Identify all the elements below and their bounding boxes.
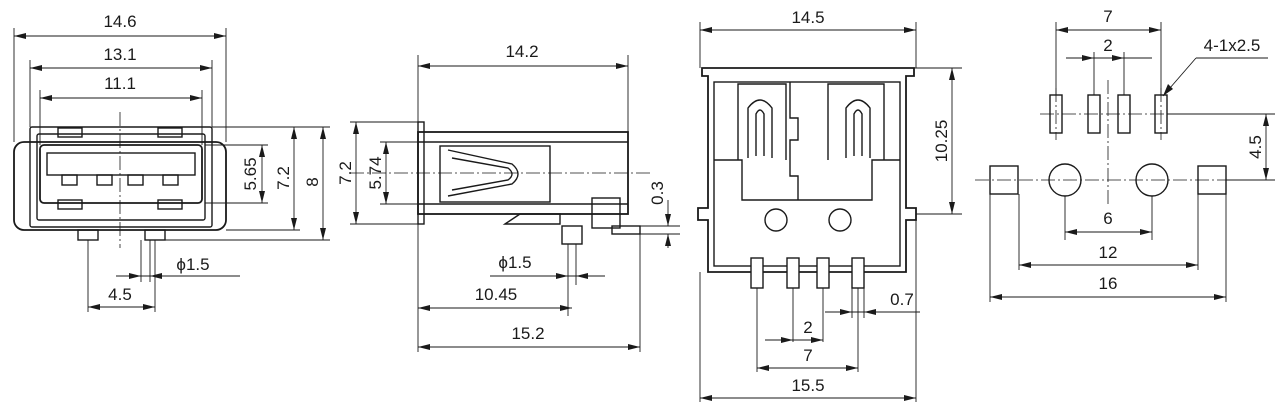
dim-slot-size: 4-1x2.5: [1204, 36, 1261, 55]
bottom-partition: [789, 82, 799, 200]
side-tab: [591, 197, 621, 229]
bottom-lower-frame: [714, 159, 900, 201]
bottom-pin: [851, 257, 865, 289]
pcb-tab-hole: [989, 165, 1019, 195]
dim-tab-span: 16: [1099, 274, 1118, 293]
dim-height-shell: 7.2: [336, 161, 355, 185]
bottom-cavity-right: [827, 83, 885, 160]
front-contact: [127, 174, 144, 186]
side-window: [439, 145, 551, 203]
bottom-hole: [828, 208, 852, 232]
front-latch: [57, 127, 83, 138]
bottom-spring-left-inner: [755, 109, 765, 156]
front-inner-outline: [36, 133, 206, 221]
dim-pin-span: 7: [803, 346, 812, 365]
dim-length-top: 14.2: [505, 42, 538, 61]
front-peg: [144, 229, 166, 241]
dim-tab-thickness: 0.3: [648, 181, 667, 205]
dim-height-opening: 5.65: [241, 157, 260, 190]
dim-hole-pitch: 6: [1103, 209, 1112, 228]
dim-height-shell: 7.2: [274, 166, 293, 190]
dim-pin-width: 0.7: [890, 290, 914, 309]
dim-width-top: 14.5: [791, 8, 824, 27]
dim-hole-span: 12: [1099, 243, 1118, 262]
dim-pad-span: 7: [1103, 7, 1112, 26]
front-opening: [39, 144, 203, 204]
bottom-pin: [816, 257, 830, 289]
front-contact: [61, 174, 78, 186]
front-latch: [57, 199, 83, 210]
pcb-layout: 7 2 4-1x2.5 4.5 6 12 16: [975, 7, 1275, 302]
side-view: 14.2 7.2 5.74 0.3 ϕ1.5 10.45 15.2: [336, 42, 680, 352]
front-contact: [162, 174, 179, 186]
side-leg: [611, 225, 641, 235]
dim-row-offset: 4.5: [1246, 135, 1265, 159]
bottom-spring-right-inner: [853, 109, 863, 156]
dim-width-body: 13.1: [103, 45, 136, 64]
side-peg: [561, 225, 583, 245]
front-tongue: [46, 152, 196, 176]
bottom-view: 14.5 10.25 0.7 2 7 15.5: [697, 8, 962, 402]
front-latch: [157, 199, 183, 210]
dim-peg-pitch: 4.5: [108, 285, 132, 304]
side-spring-inner: [451, 157, 513, 191]
front-contact: [96, 174, 113, 186]
dim-depth: 10.25: [932, 120, 951, 163]
bottom-spring-right: [845, 99, 871, 158]
front-body-outline: [29, 126, 213, 228]
dim-peg-diameter: ϕ1.5: [498, 253, 531, 272]
dim-width-total: 15.5: [791, 376, 824, 395]
bottom-inner-outline: [713, 81, 901, 267]
dim-length-total: 15.2: [511, 324, 544, 343]
bottom-pin: [750, 257, 764, 289]
bottom-hole: [764, 208, 788, 232]
bottom-pin: [786, 257, 800, 289]
dim-width-opening: 11.1: [104, 74, 136, 93]
dim-height-total: 8: [303, 177, 322, 186]
front-peg: [77, 229, 99, 241]
bottom-cavity-left: [737, 83, 787, 160]
bottom-shell-outline: [697, 67, 917, 273]
dim-peg-diameter: ϕ1.5: [176, 255, 209, 274]
dim-peg-position: 10.45: [475, 285, 518, 304]
dim-pin-pitch: 2: [803, 318, 812, 337]
dim-width-overall: 14.6: [103, 12, 136, 31]
dim-height-inner: 5.74: [366, 156, 385, 189]
dim-pad-pitch: 2: [1103, 36, 1112, 55]
front-view: 14.6 13.1 11.1 5.65 7.2 8 ϕ1.5: [13, 12, 330, 312]
side-foot: [502, 213, 561, 225]
front-latch: [157, 127, 183, 138]
bottom-spring-left: [747, 99, 773, 158]
side-spring: [447, 149, 519, 197]
